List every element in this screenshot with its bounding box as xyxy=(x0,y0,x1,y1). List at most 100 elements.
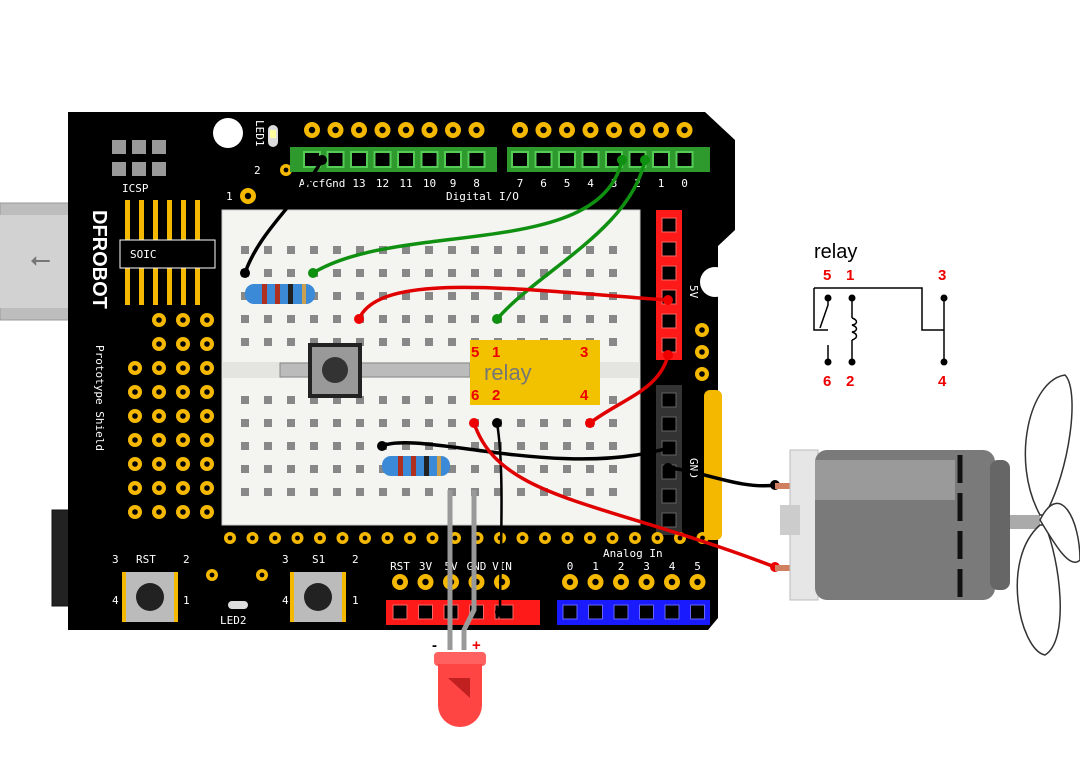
breadboard-hole xyxy=(402,396,410,404)
breadboard-hole xyxy=(494,292,502,300)
relay-pin-2: 2 xyxy=(492,387,500,404)
breadboard-hole xyxy=(448,419,456,427)
digital-pin-label: 11 xyxy=(399,177,412,190)
breadboard-hole xyxy=(517,419,525,427)
analog-socket xyxy=(690,604,705,620)
pad-hole xyxy=(379,126,386,134)
breadboard-hole xyxy=(333,465,341,473)
breadboard-hole xyxy=(609,269,617,277)
relay-pin-3: 3 xyxy=(580,344,588,361)
breadboard-hole xyxy=(471,442,479,450)
breadboard-hole xyxy=(609,442,617,450)
pad-hole xyxy=(209,572,215,578)
breadboard-hole xyxy=(402,488,410,496)
breadboard-hole xyxy=(402,246,410,254)
breadboard-hole xyxy=(563,465,571,473)
breadboard-hole xyxy=(471,246,479,254)
pad-hole xyxy=(677,535,683,541)
breadboard-hole xyxy=(287,396,295,404)
analog-pin-label: 3 xyxy=(643,560,650,573)
analog-pin-label: 1 xyxy=(592,560,599,573)
breadboard-hole xyxy=(333,246,341,254)
power-header xyxy=(386,600,540,625)
breadboard-hole xyxy=(517,269,525,277)
breadboard-hole xyxy=(287,442,295,450)
schematic-pin-3: 3 xyxy=(938,267,946,284)
pad-hole xyxy=(180,509,186,515)
pad-hole xyxy=(610,126,618,134)
wire-black-motor xyxy=(666,466,777,488)
breadboard-hole xyxy=(494,269,502,277)
digital-socket xyxy=(373,151,392,168)
icsp-pin xyxy=(112,162,126,176)
breadboard-hole xyxy=(264,246,272,254)
breadboard-hole xyxy=(402,338,410,346)
socket-gnd xyxy=(661,512,677,528)
breadboard-hole xyxy=(471,315,479,323)
breadboard-hole xyxy=(402,442,410,450)
pad-hole xyxy=(308,126,316,134)
pad-hole xyxy=(156,509,162,515)
resistor xyxy=(245,284,315,304)
digital-socket xyxy=(558,151,576,168)
breadboard-hole xyxy=(287,419,295,427)
breadboard-hole xyxy=(241,488,249,496)
breadboard-hole xyxy=(563,315,571,323)
breadboard-hole xyxy=(586,488,594,496)
pad-hole xyxy=(430,535,435,541)
digital-socket xyxy=(397,151,415,168)
breadboard-hole xyxy=(333,338,341,346)
breadboard-hole xyxy=(563,269,571,277)
schematic-pin-4: 4 xyxy=(938,373,947,390)
breadboard-hole xyxy=(333,488,341,496)
s1-button[interactable] xyxy=(290,572,346,622)
breadboard-hole xyxy=(448,396,456,404)
pad-hole xyxy=(204,341,210,347)
pin-two-label: 2 xyxy=(254,164,261,177)
board-name: Prototype Shield xyxy=(93,345,106,451)
breadboard-hole xyxy=(310,419,318,427)
analog-pin-label: 2 xyxy=(618,560,625,573)
pad-hole xyxy=(699,327,705,333)
pad-hole xyxy=(422,578,429,586)
breadboard-hole xyxy=(264,465,272,473)
wire-end xyxy=(308,268,318,278)
pad-hole xyxy=(587,535,593,541)
pad-hole xyxy=(180,389,186,395)
pad-hole xyxy=(681,126,688,134)
wire-end xyxy=(240,268,250,278)
pad-hole xyxy=(156,317,162,323)
pad-hole xyxy=(250,535,255,541)
usb-icon: ⭠ xyxy=(30,245,51,275)
digital-pin-label: 13 xyxy=(352,177,365,190)
breadboard-hole xyxy=(379,315,387,323)
pad-hole xyxy=(699,371,705,377)
icsp-pin xyxy=(132,140,146,154)
breadboard-hole xyxy=(333,396,341,404)
pad-hole xyxy=(473,126,480,134)
breadboard-hole xyxy=(448,292,456,300)
breadboard-hole xyxy=(264,315,272,323)
breadboard-hole xyxy=(333,442,341,450)
breadboard-hole xyxy=(586,442,594,450)
pad-hole xyxy=(204,389,210,395)
pad-hole xyxy=(156,461,162,467)
breadboard-hole xyxy=(356,246,364,254)
wire-red-relay-3 xyxy=(588,353,670,425)
breadboard-hole xyxy=(287,246,295,254)
led2 xyxy=(228,601,248,609)
breadboard-hole xyxy=(609,419,617,427)
pad-hole xyxy=(259,572,265,578)
analog-socket xyxy=(613,604,629,620)
schematic-pin-1: 1 xyxy=(846,267,854,284)
rst-button[interactable] xyxy=(122,572,178,622)
breadboard-hole xyxy=(264,396,272,404)
breadboard-hole xyxy=(356,292,364,300)
breadboard-hole xyxy=(471,269,479,277)
breadboard-hole xyxy=(425,338,433,346)
breadboard-hole xyxy=(563,419,571,427)
breadboard-hole xyxy=(494,465,502,473)
pad-hole xyxy=(180,413,186,419)
pad-hole xyxy=(385,535,390,541)
push-button[interactable] xyxy=(308,343,362,398)
